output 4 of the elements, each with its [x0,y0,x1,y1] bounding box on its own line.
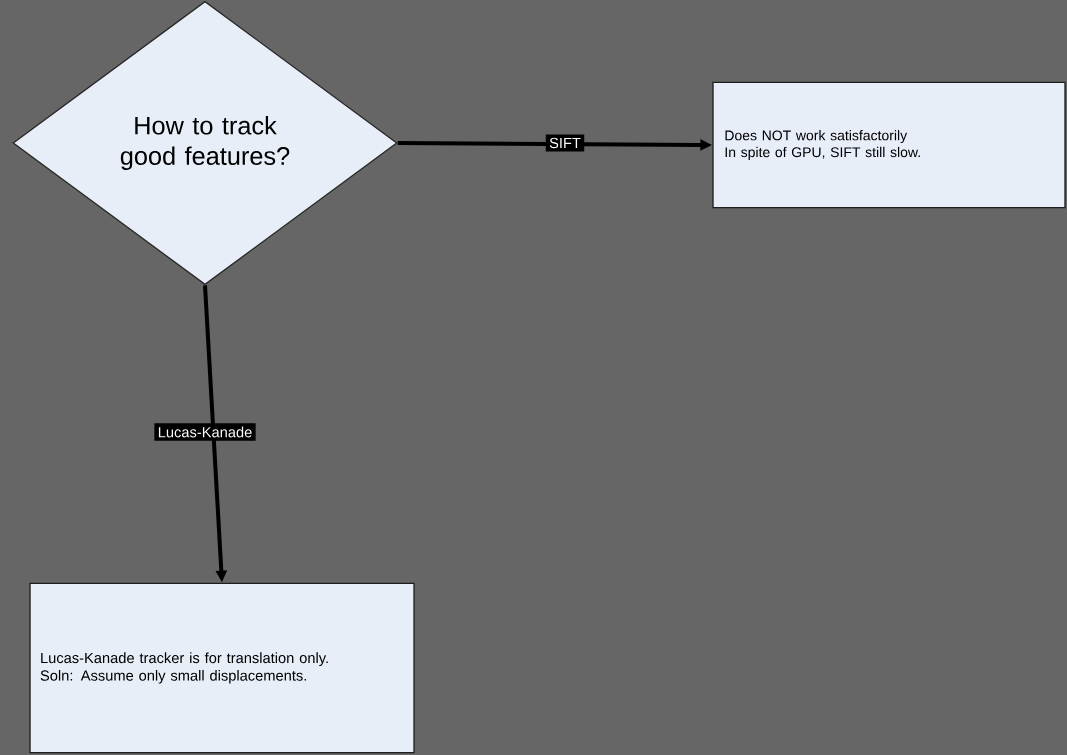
edge-label: SIFT [545,134,585,152]
note-box: Does NOT work satisfactorily In spite of GPU, SIFT still slow. [712,81,1066,209]
edge-label: Lucas-Kanade [154,423,256,441]
note-box: Lucas-Kanade tracker is for translation only. Soln: Assume only small displacements. [29,582,415,754]
